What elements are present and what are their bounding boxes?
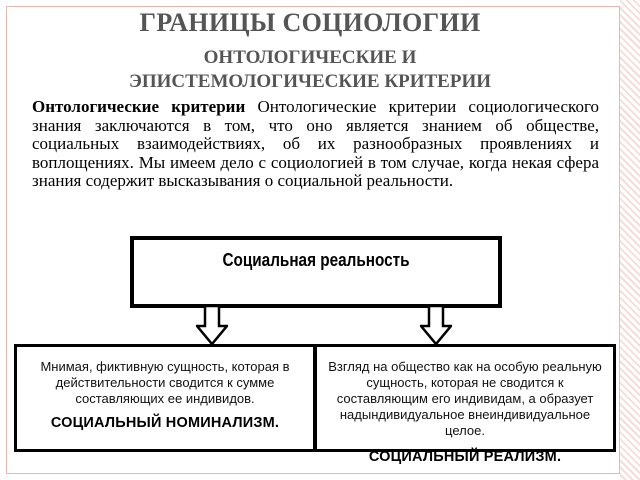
slide-title: ГРАНИЦЫ СОЦИОЛОГИИ bbox=[139, 8, 481, 37]
nominalism-box: Мнимая, фиктивную сущность, которая в де… bbox=[14, 344, 316, 452]
realism-box: Взгляд на общество как на особую реальну… bbox=[314, 344, 616, 465]
subtitle-line-2: ЭПИСТЕМОЛОГИЧЕСКИЕ КРИТЕРИИ bbox=[128, 71, 492, 92]
decorative-strip bbox=[620, 0, 640, 480]
down-arrow-icon bbox=[196, 306, 228, 346]
social-reality-box: Социальная реальность bbox=[130, 236, 502, 308]
subtitle-line-1: ОНТОЛОГИЧЕСКИЕ И bbox=[203, 47, 417, 68]
slide-frame bbox=[6, 6, 620, 474]
down-arrow-icon bbox=[420, 306, 452, 346]
slide-subtitle: ОНТОЛОГИЧЕСКИЕ И ЭПИСТЕМОЛОГИЧЕСКИЕ КРИТ… bbox=[0, 46, 620, 94]
body-text: Онтологические критерии социологического… bbox=[32, 97, 600, 190]
nominalism-label: СОЦИАЛЬНЫЙ НОМИНАЛИЗМ. bbox=[50, 415, 280, 431]
body-lead-term: Онтологические критерии bbox=[32, 97, 246, 116]
realism-description: Взгляд на общество как на особую реальну… bbox=[328, 359, 602, 438]
realism-label: СОЦИАЛЬНЫЙ РЕАЛИЗМ. bbox=[368, 449, 562, 465]
body-paragraph: Онтологические критерии Онтологические к… bbox=[32, 97, 600, 191]
social-reality-label: Социальная реальность bbox=[222, 250, 410, 270]
nominalism-description: Мнимая, фиктивную сущность, которая в де… bbox=[40, 359, 290, 406]
